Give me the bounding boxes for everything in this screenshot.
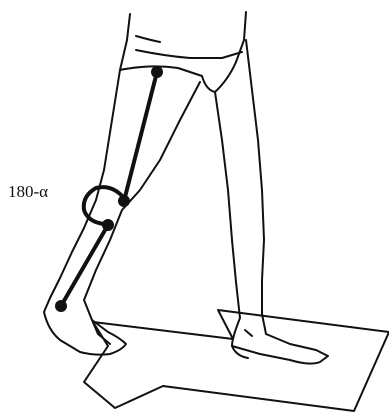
underwear-band [136, 50, 242, 58]
flexed-leg [44, 70, 200, 355]
angle-label: 180-α [8, 183, 48, 200]
knee-upper-marker [118, 195, 130, 207]
thigh-segment-line [124, 72, 157, 201]
stance-leg [215, 40, 328, 364]
pelvis [120, 12, 246, 92]
knee-lower-marker [102, 219, 114, 231]
ankle-joint-marker [55, 300, 67, 312]
hip-joint-marker [151, 66, 163, 78]
shank-segment-line [61, 225, 108, 306]
